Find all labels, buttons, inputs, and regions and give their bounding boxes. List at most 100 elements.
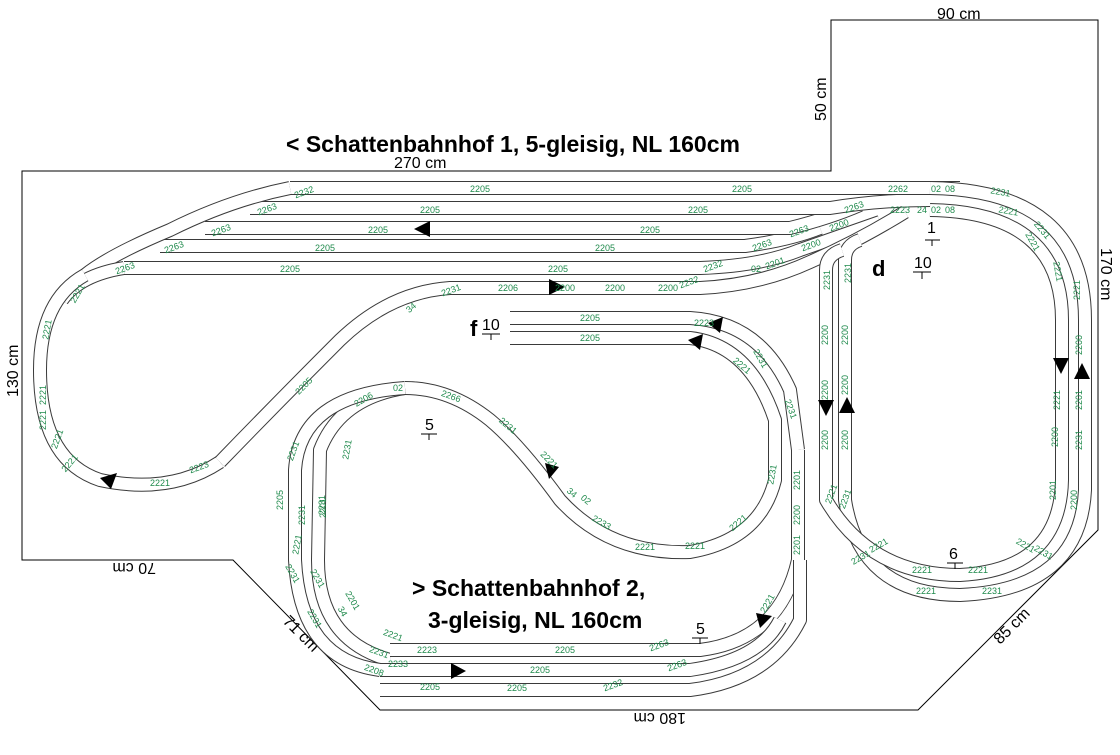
arrow-right-up	[1074, 363, 1090, 379]
arrow-right-down	[1053, 358, 1069, 374]
track-code-f_siding-1: 2205	[580, 333, 600, 343]
track-bed-3	[250, 194, 931, 214]
track-code-connector-6: 34	[404, 301, 418, 315]
dim-bottom-left: 70 cm	[112, 559, 156, 576]
track-code-inner_loop-4: 2231	[340, 439, 353, 460]
track-code-inner_loop-14: 2201	[792, 470, 802, 490]
track-bed-15	[289, 382, 406, 676]
track-code-inner_loop-6: 2231	[765, 464, 778, 485]
track-code-left_loop-1: 2221	[40, 319, 53, 340]
track-code-f_siding-2: 2223	[694, 318, 714, 328]
dim-top-main: 270 cm	[394, 155, 446, 172]
track-code-s2_rows-0: 2221	[382, 627, 404, 643]
track-code-right_loop_inner-11: 2221	[1052, 390, 1062, 410]
track-bed-13	[312, 382, 406, 666]
track-code-inner_loop-9: 02	[579, 493, 593, 507]
track-code-s1_row5-1: 2205	[280, 264, 300, 274]
dim-bottom: 180 cm	[634, 709, 686, 726]
track-code-right_loop_inner-1: 2200	[840, 325, 850, 345]
dim-diag-right: 85 cm	[991, 605, 1034, 648]
marker-5-bottom: 5	[696, 621, 705, 638]
track-code-s1_row1-2: 2205	[732, 184, 752, 194]
track-code-right_loop_outer-3: 2200	[820, 430, 830, 450]
track-code-s1_row5-4: 02	[751, 264, 761, 274]
marker-10-f: 10	[482, 317, 500, 334]
track-code-s1_row1-6: 2231	[990, 185, 1011, 198]
track-code-s2_rows-1: 2223	[417, 645, 437, 655]
marker-f: f	[470, 316, 478, 341]
track-code-right_loop_outer-11: 2201	[1074, 390, 1084, 410]
track-code-inner_loop-15: 2200	[792, 505, 802, 525]
track-code-s1_row4-2: 2205	[595, 243, 615, 253]
track-code-right_loop_inner-7: 2221	[968, 565, 988, 575]
marker-1: 1	[927, 220, 936, 237]
track-code-connector-1: 2206	[498, 283, 518, 293]
track-code-left_loop-6: 2221	[150, 478, 170, 488]
track-code-inner_loop-0: 02	[393, 383, 403, 393]
track-code-s2_rows-8: 2205	[507, 683, 527, 693]
track-code-right_loop_outer-12: 2231	[1074, 430, 1084, 450]
direction-arrows	[100, 221, 1090, 679]
arrow-d-down	[818, 400, 834, 416]
dim-left: 130 cm	[5, 345, 22, 397]
track-code-right_loop_inner-3: 2200	[840, 430, 850, 450]
track-code-right_loop_inner-6: 2221	[912, 565, 932, 575]
marker-d: d	[872, 256, 885, 281]
track-bed-9	[839, 182, 1091, 601]
track-code-left_loop-3: 2221	[38, 410, 48, 430]
arrow-s2-right	[451, 663, 466, 679]
track-bed-0	[124, 216, 882, 274]
track-code-right_loop_inner-0: 2231	[843, 263, 853, 283]
track-code-s1_row5-2: 2205	[548, 264, 568, 274]
track-code-right_loop_inner-2: 2200	[840, 375, 850, 395]
track-code-left_loop-2: 2221	[38, 385, 48, 405]
track-code-s1_row3-1: 2205	[368, 225, 388, 235]
arrow-s2-up	[756, 613, 772, 628]
track-code-s1_row2-6: 02	[931, 205, 941, 215]
track-code-s1_row3-2: 2205	[640, 225, 660, 235]
track-code-s1_row1-3: 2262	[888, 184, 908, 194]
track-code-s1_row1-5: 08	[945, 184, 955, 194]
track-code-right_loop_inner-9: 2201	[1048, 480, 1058, 500]
arrow-f-top	[708, 317, 723, 333]
track-code-inner_loop-17: 2201	[318, 498, 328, 518]
station2-title-line1: > Schattenbahnhof 2,	[412, 575, 645, 601]
dim-right: 170 cm	[1097, 248, 1114, 300]
track-code-s2_rows-21: 2201	[792, 535, 802, 555]
track-bed-12	[404, 332, 781, 559]
arrow-f-bottom	[688, 334, 703, 350]
track-code-inner_loop-5: 2231	[317, 495, 327, 515]
track-code-s1_row2-4: 2223	[890, 205, 910, 215]
dim-upper-step: 50 cm	[813, 77, 830, 121]
arrow-d-up	[839, 397, 855, 413]
track-code-s2_rows-5: 2205	[530, 665, 550, 675]
track-code-f_siding-0: 2205	[580, 313, 600, 323]
track-bed-7	[34, 269, 224, 491]
track-code-s1_row2-1: 2205	[420, 205, 440, 215]
tracks	[33, 181, 1092, 697]
track-bed-17	[380, 560, 806, 696]
track-code-right_loop_outer-0: 2231	[822, 270, 832, 290]
marker-10-right: 10	[914, 255, 932, 272]
track-code-right_loop_outer-13: 2221	[1072, 280, 1082, 300]
track-outline-10	[819, 203, 1069, 582]
track-code-s2_rows-15: 34	[336, 605, 350, 619]
track-code-s2_rows-11: 2205	[275, 490, 285, 510]
track-bed-5	[81, 182, 292, 280]
track-code-connector-3: 2200	[605, 283, 625, 293]
baseboard-outline	[21, 19, 1099, 711]
track-code-right_loop_outer-9: 2200	[1069, 490, 1079, 510]
track-code-right_loop_inner-10: 2200	[1050, 427, 1060, 447]
track-code-right_loop_outer-6: 2221	[916, 586, 936, 596]
track-bed-1	[160, 222, 823, 252]
track-code-s1_row1-1: 2205	[470, 184, 490, 194]
track-code-s2_rows-12: 2221	[290, 534, 303, 555]
arrow-left-s1	[414, 221, 430, 237]
track-code-inner_loop-8: 34	[565, 486, 579, 500]
track-code-s2_rows-7: 2205	[420, 682, 440, 692]
arrow-left-loop	[100, 473, 117, 489]
marker-6: 6	[949, 546, 958, 563]
track-code-inner_loop-12: 2221	[685, 541, 705, 551]
track-code-s1_row4-1: 2205	[315, 243, 335, 253]
